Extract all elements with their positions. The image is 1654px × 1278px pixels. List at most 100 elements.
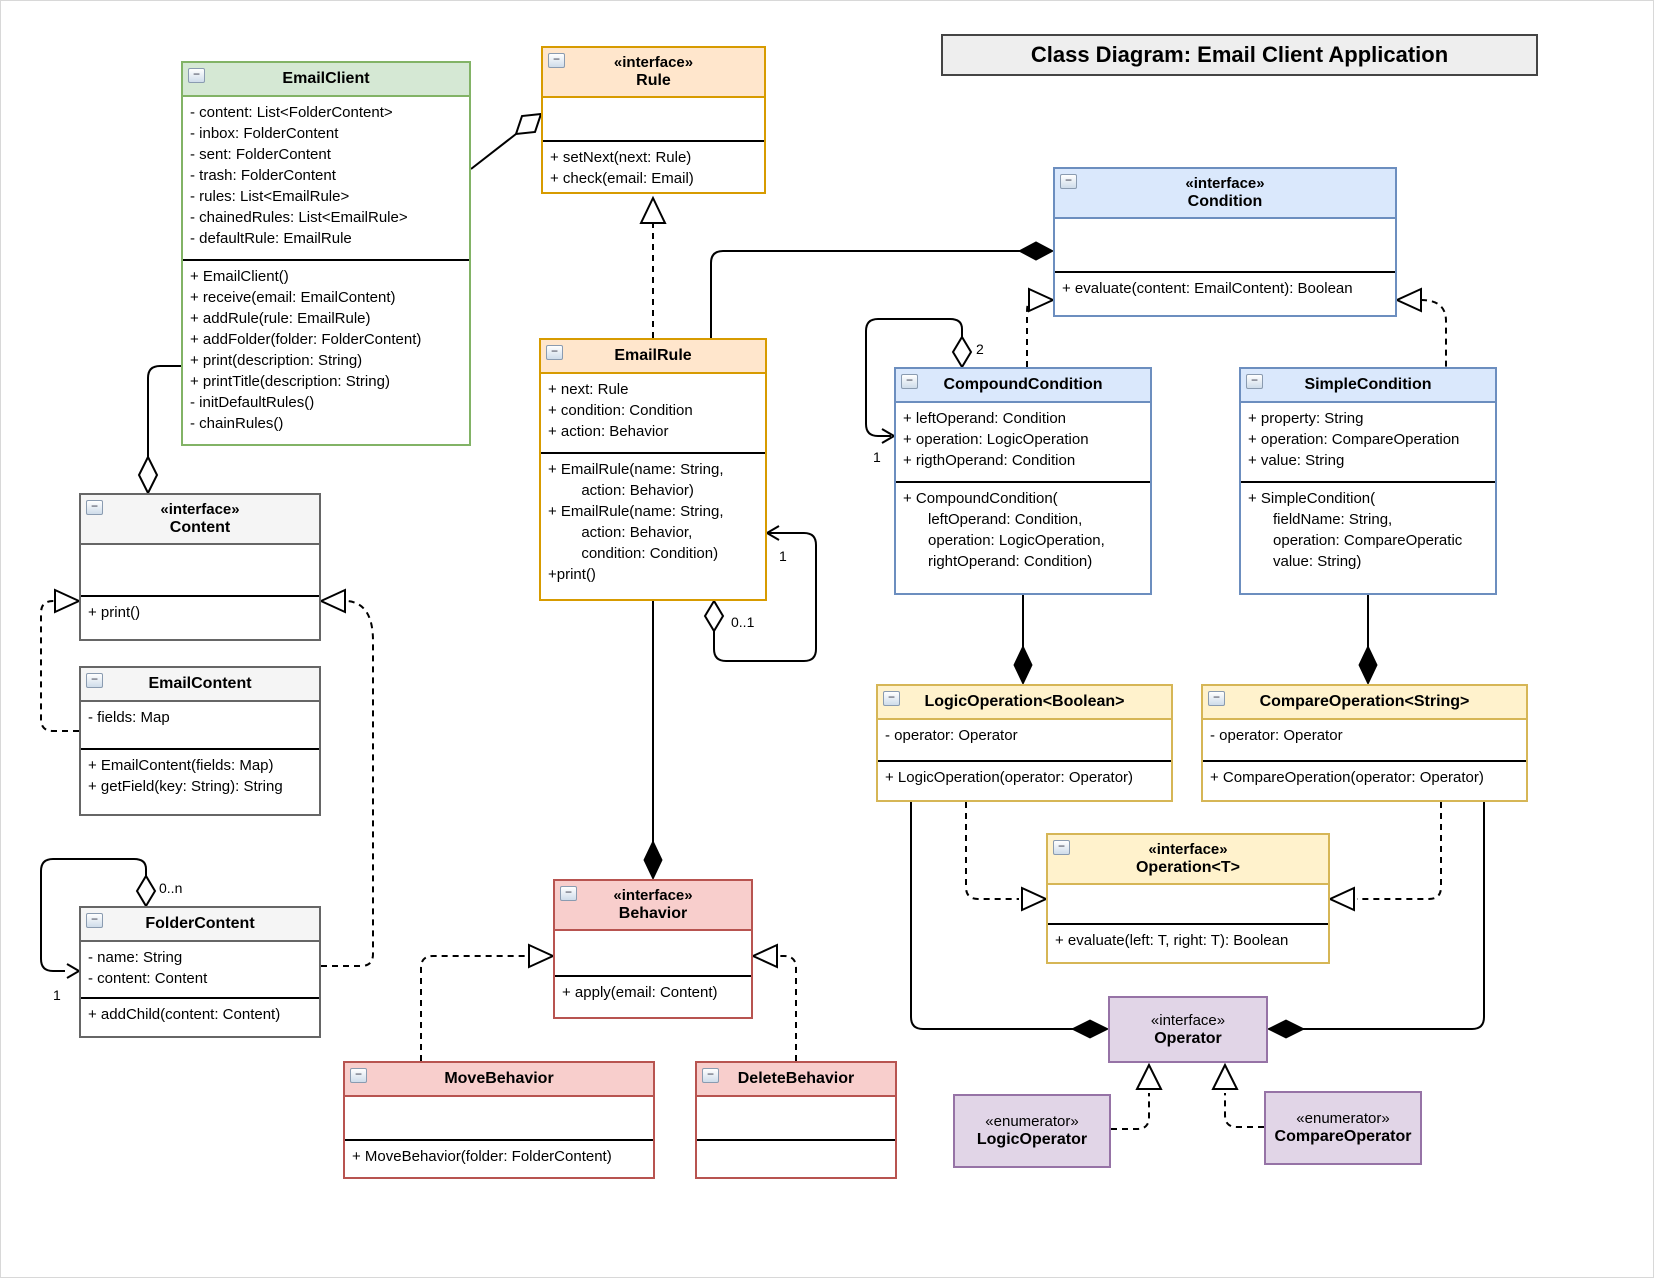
class-content[interactable]: − «interface» Content + print() — [79, 493, 321, 641]
class-emailclient[interactable]: − EmailClient - content: List<FolderCont… — [181, 61, 471, 446]
multiplicity-label: 0..1 — [731, 614, 755, 630]
member-line: + condition: Condition — [548, 402, 693, 419]
member-line: + setNext(next: Rule) — [550, 149, 692, 166]
class-simplecondition[interactable]: − SimpleCondition + property: String+ op… — [1239, 367, 1497, 595]
class-logicoperator[interactable]: «enumerator» LogicOperator — [953, 1094, 1111, 1168]
class-name: EmailClient — [282, 70, 370, 87]
class-name: Operation<T> — [1135, 859, 1241, 876]
aggregation-diamond-icon — [135, 874, 157, 908]
class-name: CompoundCondition — [943, 376, 1103, 393]
class-stereotype: «enumerator» — [985, 1113, 1079, 1130]
class-movebehavior[interactable]: − MoveBehavior + MoveBehavior(folder: Fo… — [343, 1061, 655, 1179]
member-line: + CompoundCondition( — [903, 490, 1058, 507]
attributes-compartment: - operator: Operator — [1203, 720, 1526, 760]
class-foldercontent[interactable]: − FolderContent - name: String- content:… — [79, 906, 321, 1038]
multiplicity-label: 0..n — [159, 880, 182, 896]
attributes-compartment: - name: String- content: Content — [81, 942, 319, 997]
class-emailrule[interactable]: − EmailRule + next: Rule+ condition: Con… — [539, 338, 767, 601]
member-line: + printTitle(description: String) — [190, 373, 390, 390]
class-operation-t[interactable]: − «interface» Operation<T> + evaluate(le… — [1046, 833, 1330, 964]
collapse-icon[interactable]: − — [560, 886, 577, 901]
member-line: + EmailRule(name: String, — [548, 503, 724, 520]
class-foldercontent-header: − FolderContent — [81, 908, 319, 942]
collapse-icon[interactable]: − — [1208, 691, 1225, 706]
realization-triangle-icon — [1327, 886, 1355, 912]
edge-simplecondition-compareoperation-composition — [1358, 595, 1378, 686]
methods-compartment: + LogicOperation(operator: Operator) — [878, 760, 1171, 800]
class-stereotype: «interface» — [1148, 841, 1228, 858]
realization-triangle-icon — [1135, 1062, 1163, 1090]
member-line: - content: Content — [88, 970, 208, 987]
realization-triangle-icon — [1021, 886, 1049, 912]
aggregation-diamond-icon — [703, 599, 725, 633]
class-name: EmailContent — [148, 675, 252, 692]
class-behavior[interactable]: − «interface» Behavior + apply(email: Co… — [553, 879, 753, 1019]
member-line: - inbox: FolderContent — [190, 125, 339, 142]
collapse-icon[interactable]: − — [86, 673, 103, 688]
member-line: + next: Rule — [548, 381, 629, 398]
collapse-icon[interactable]: − — [86, 500, 103, 515]
edge-deletebehavior-behavior-realization — [750, 943, 797, 1061]
class-compoundcondition[interactable]: − CompoundCondition + leftOperand: Condi… — [894, 367, 1152, 595]
member-line: operation: LogicOperation, — [903, 532, 1105, 549]
member-line: + receive(email: EmailContent) — [190, 289, 396, 306]
member-line: + LogicOperation(operator: Operator) — [885, 769, 1134, 786]
collapse-icon[interactable]: − — [1246, 374, 1263, 389]
member-line: - content: List<FolderContent> — [190, 104, 393, 121]
composition-diamond-icon — [1358, 644, 1378, 686]
edge-emailrule-self-aggregation: 0..1 1 — [703, 525, 817, 662]
methods-compartment: + addChild(content: Content) — [81, 997, 319, 1036]
class-name: FolderContent — [145, 915, 255, 932]
class-emailcontent[interactable]: − EmailContent - fields: Map + EmailCont… — [79, 666, 321, 816]
class-compareoperation-header: − CompareOperation<String> — [1203, 686, 1526, 720]
class-condition-header: − «interface» Condition — [1055, 169, 1395, 219]
member-line: action: Behavior, — [548, 524, 693, 541]
realization-triangle-icon — [639, 195, 667, 224]
class-operator[interactable]: «interface» Operator — [1108, 996, 1268, 1063]
class-stereotype: «interface» — [1185, 175, 1265, 192]
class-behavior-header: − «interface» Behavior — [555, 881, 751, 931]
attributes-compartment — [81, 545, 319, 595]
collapse-icon[interactable]: − — [86, 913, 103, 928]
methods-compartment: + EmailContent(fields: Map)+ getField(ke… — [81, 748, 319, 814]
collapse-icon[interactable]: − — [188, 68, 205, 83]
aggregation-diamond-icon — [951, 335, 973, 369]
member-line: - initDefaultRules() — [190, 394, 315, 411]
member-line: action: Behavior) — [548, 482, 694, 499]
class-stereotype: «interface» — [613, 54, 694, 71]
collapse-icon[interactable]: − — [1060, 174, 1077, 189]
edge-emailclient-rule-aggregation — [470, 112, 543, 170]
attributes-compartment — [543, 98, 764, 140]
methods-compartment: + evaluate(left: T, right: T): Boolean — [1048, 923, 1328, 962]
aggregation-diamond-icon — [137, 454, 159, 496]
collapse-icon[interactable]: − — [548, 53, 565, 68]
open-arrow-icon — [66, 963, 81, 979]
class-compareoperator[interactable]: «enumerator» CompareOperator — [1264, 1091, 1422, 1165]
class-deletebehavior[interactable]: − DeleteBehavior — [695, 1061, 897, 1179]
class-stereotype: «enumerator» — [1296, 1110, 1390, 1127]
member-line: - rules: List<EmailRule> — [190, 188, 350, 205]
multiplicity-label: 1 — [53, 987, 61, 1003]
member-line: + operation: LogicOperation — [903, 431, 1089, 448]
member-line: - operator: Operator — [885, 727, 1018, 744]
member-line: + getField(key: String): String — [88, 778, 283, 795]
class-condition[interactable]: − «interface» Condition + evaluate(conte… — [1053, 167, 1397, 317]
collapse-icon[interactable]: − — [546, 345, 563, 360]
edge-emailclient-content-aggregation — [137, 365, 181, 496]
class-logicoperation[interactable]: − LogicOperation<Boolean> - operator: Op… — [876, 684, 1173, 802]
collapse-icon[interactable]: − — [883, 691, 900, 706]
collapse-icon[interactable]: − — [702, 1068, 719, 1083]
collapse-icon[interactable]: − — [901, 374, 918, 389]
attributes-compartment: + property: String+ operation: CompareOp… — [1241, 403, 1495, 481]
member-line: - trash: FolderContent — [190, 167, 336, 184]
class-content-header: − «interface» Content — [81, 495, 319, 545]
class-stereotype: «interface» — [613, 887, 693, 904]
edge-compareoperation-operator-composition — [1266, 802, 1485, 1039]
member-line: + check(email: Email) — [550, 170, 694, 187]
collapse-icon[interactable]: − — [1053, 840, 1070, 855]
class-rule[interactable]: − «interface» Rule + setNext(next: Rule)… — [541, 46, 766, 194]
class-compareoperation[interactable]: − CompareOperation<String> - operator: O… — [1201, 684, 1528, 802]
collapse-icon[interactable]: − — [350, 1068, 367, 1083]
member-line: + leftOperand: Condition — [903, 410, 1067, 427]
member-line: + SimpleCondition( — [1248, 490, 1376, 507]
